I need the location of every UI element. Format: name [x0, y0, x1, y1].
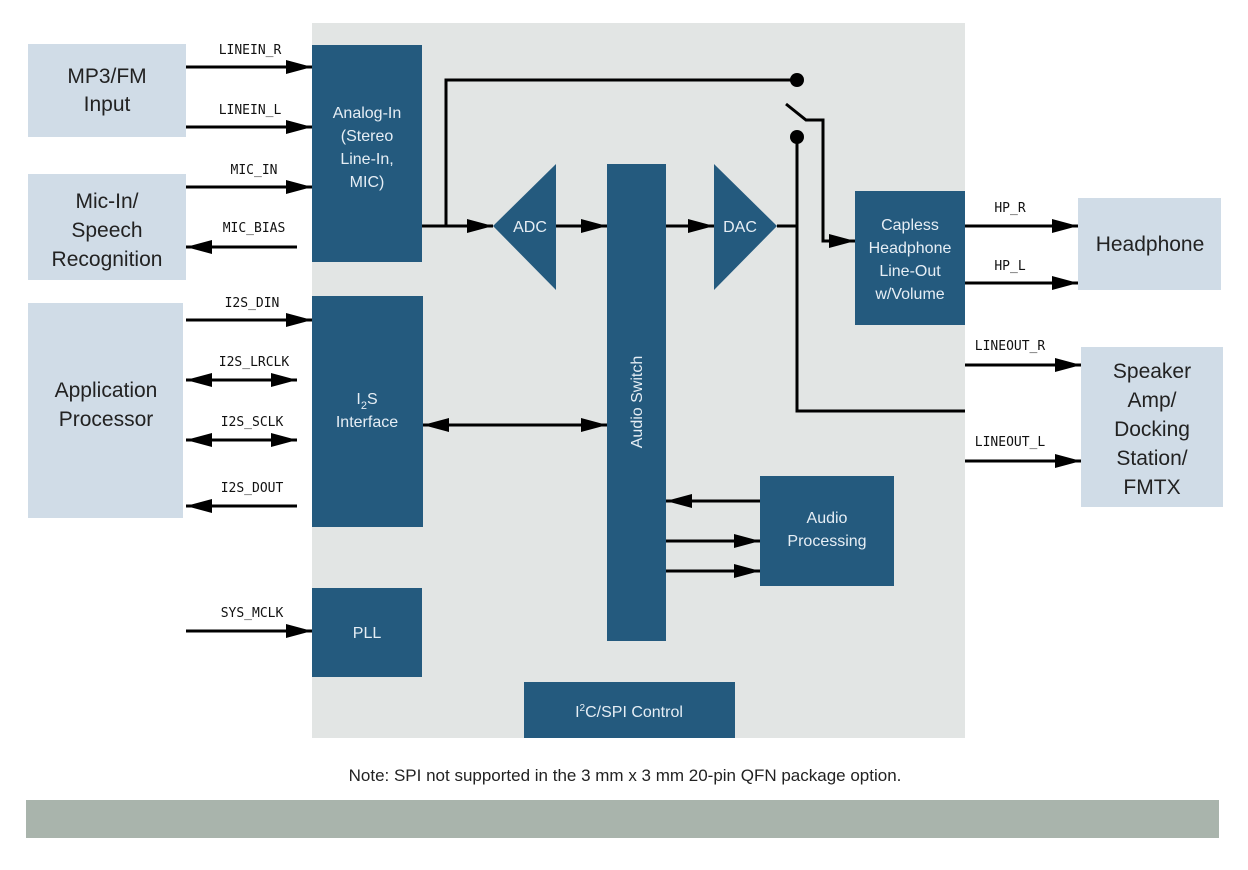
- svg-text:I2S_DOUT: I2S_DOUT: [221, 481, 284, 496]
- svg-text:I2S_LRCLK: I2S_LRCLK: [219, 355, 290, 370]
- signal-i2s-sclk: I2S_SCLK: [186, 415, 297, 447]
- svg-text:LINEOUT_R: LINEOUT_R: [975, 339, 1046, 354]
- signal-linein-l: LINEIN_L: [186, 103, 312, 134]
- svg-text:SYS_MCLK: SYS_MCLK: [221, 606, 284, 621]
- i2c-spi-control-block: I2C/SPI Control: [524, 682, 735, 738]
- footnote: Note: SPI not supported in the 3 mm x 3 …: [349, 766, 902, 785]
- signal-i2s-din: I2S_DIN: [186, 296, 312, 327]
- signal-hp-r: HP_R: [965, 201, 1078, 233]
- svg-text:I2S_DIN: I2S_DIN: [225, 296, 280, 311]
- svg-text:PLL: PLL: [353, 625, 382, 642]
- footer-bar: [26, 800, 1219, 838]
- svg-text:HP_R: HP_R: [994, 201, 1025, 216]
- signal-lineout-r: LINEOUT_R: [965, 339, 1081, 372]
- signal-hp-l: HP_L: [965, 259, 1078, 290]
- signal-i2s-lrclk: I2S_LRCLK: [186, 355, 297, 387]
- signal-mic-in: MIC_IN: [186, 163, 312, 194]
- svg-text:I2C/SPI Control: I2C/SPI Control: [575, 703, 683, 721]
- signal-linein-r: LINEIN_R: [186, 43, 312, 74]
- dac-block: DAC: [714, 164, 777, 290]
- signal-i2s-dout: I2S_DOUT: [186, 481, 297, 513]
- headphone-block: Headphone: [1078, 198, 1221, 290]
- svg-text:HP_L: HP_L: [994, 259, 1025, 274]
- signal-lineout-l: LINEOUT_L: [965, 435, 1081, 468]
- pll-block: PLL: [312, 588, 422, 677]
- svg-text:I2S_SCLK: I2S_SCLK: [221, 415, 284, 430]
- svg-text:LINEIN_L: LINEIN_L: [219, 103, 282, 118]
- svg-text:DAC: DAC: [723, 219, 757, 236]
- svg-text:Headphone: Headphone: [1096, 233, 1205, 256]
- svg-text:Audio Switch: Audio Switch: [629, 356, 646, 449]
- signal-mic-bias: MIC_BIAS: [186, 221, 297, 254]
- adc-block: ADC: [493, 164, 556, 290]
- svg-text:ADC: ADC: [513, 219, 547, 236]
- svg-text:LINEIN_R: LINEIN_R: [219, 43, 282, 58]
- svg-text:MIC_BIAS: MIC_BIAS: [223, 221, 286, 236]
- signal-sys-mclk: SYS_MCLK: [186, 606, 312, 638]
- svg-text:LINEOUT_L: LINEOUT_L: [975, 435, 1046, 450]
- svg-text:MIC_IN: MIC_IN: [231, 163, 278, 178]
- internal-wiring: [422, 73, 965, 578]
- audio-switch-block: Audio Switch: [607, 164, 666, 641]
